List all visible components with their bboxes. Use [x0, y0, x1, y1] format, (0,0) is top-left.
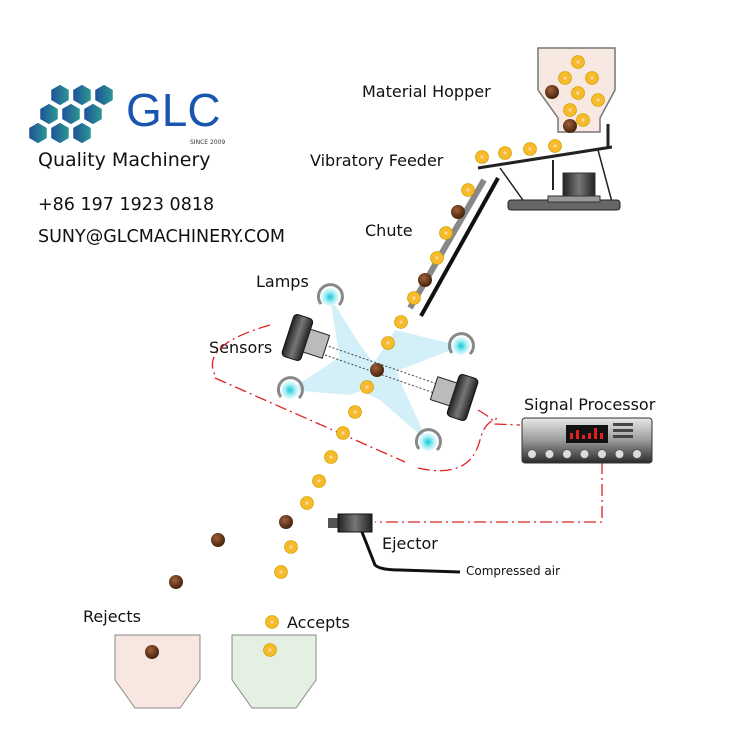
logo-hexagon [49, 83, 71, 107]
accepted-particle [498, 146, 512, 160]
sensor-camera-left [281, 314, 331, 362]
lamp-reflector-icon [447, 332, 475, 356]
lamp-icon [452, 337, 470, 355]
accepted-particle [263, 643, 277, 657]
accepted-particle [585, 71, 599, 85]
material-particles [145, 55, 605, 659]
feeder-label: Vibratory Feeder [310, 151, 444, 170]
accepted-particle [360, 380, 374, 394]
processor-knob [597, 449, 607, 459]
sensor-lines [324, 344, 441, 396]
accepted-particle [571, 86, 585, 100]
chute [407, 177, 500, 317]
lamp-reflector-icon [276, 376, 304, 400]
rejected-particle [451, 205, 465, 219]
logo-text: GLC [126, 84, 221, 136]
sensors-label: Sensors [209, 338, 272, 357]
hopper-label: Material Hopper [362, 82, 491, 101]
logo-hexagon [38, 102, 60, 126]
processor-knob [614, 449, 625, 459]
accepted-particle [394, 315, 408, 329]
rejected-particle [563, 119, 577, 133]
accepted-particle [571, 55, 585, 69]
rejected-particle [145, 645, 159, 659]
logo-hexagon [60, 102, 82, 126]
ejector-label: Ejector [382, 534, 438, 553]
processor-label: Signal Processor [524, 395, 656, 414]
signal-paths [211, 324, 603, 523]
lamp-icon [321, 288, 339, 306]
compressed-air-label: Compressed air [466, 564, 560, 578]
accepted-particle [558, 71, 572, 85]
accepted-particle [284, 540, 298, 554]
accepted-particle [274, 565, 288, 579]
rejected-particle [418, 273, 432, 287]
rejected-particle [545, 85, 559, 99]
vibratory-feeder [477, 124, 621, 211]
accepted-particle [591, 93, 605, 107]
lamp-icon [419, 433, 437, 451]
rejects-bin [114, 634, 201, 709]
processor-knob [544, 449, 555, 459]
processor-knob [527, 449, 537, 459]
logo-hexagon [82, 102, 104, 126]
lamp-icon [281, 381, 299, 399]
processor-knob [579, 449, 590, 459]
lamps-label: Lamps [256, 272, 309, 291]
accepted-particle [430, 251, 444, 265]
accepted-particle [523, 142, 537, 156]
logo-hexagons [27, 83, 115, 145]
accepted-particle [439, 226, 453, 240]
rejects-label: Rejects [83, 607, 141, 626]
lamp-reflector-icon [414, 428, 442, 452]
since-text: SINCE 2009 [190, 139, 225, 146]
accepted-particle [348, 405, 362, 419]
sensor-camera-right [429, 373, 479, 421]
ejector [328, 513, 461, 574]
logo-hexagon [71, 83, 93, 107]
accepted-particle [381, 336, 395, 350]
tagline: Quality Machinery [38, 149, 211, 171]
accepted-particle [300, 496, 314, 510]
accepted-particle [475, 150, 489, 164]
accepted-particle [407, 291, 421, 305]
accepted-particle [265, 615, 279, 629]
rejected-particle [211, 533, 225, 547]
accepted-particle [461, 183, 475, 197]
processor-knob [562, 449, 572, 459]
logo-hexagon [49, 121, 71, 145]
accepted-particle [576, 113, 590, 127]
accepts-bin [231, 634, 317, 709]
phone-number: +86 197 1923 0818 [38, 195, 214, 215]
lamps [276, 283, 475, 452]
accepted-particle [563, 103, 577, 117]
accepts-label: Accepts [287, 613, 350, 632]
logo-hexagon [71, 121, 93, 145]
rejected-particle [279, 515, 293, 529]
rejected-particle [169, 575, 183, 589]
accepted-particle [312, 474, 326, 488]
logo-hexagon [27, 121, 49, 145]
chute-label: Chute [365, 221, 413, 240]
processor-knob [632, 449, 642, 459]
accepted-particle [548, 139, 562, 153]
email-address: SUNY@GLCMACHINERY.COM [38, 227, 285, 247]
accepted-particle [324, 450, 338, 464]
signal-processor [521, 417, 653, 464]
accepted-particle [336, 426, 350, 440]
lamp-reflector-icon [316, 283, 344, 307]
rejected-particle [370, 363, 384, 377]
logo-hexagon [93, 83, 115, 107]
